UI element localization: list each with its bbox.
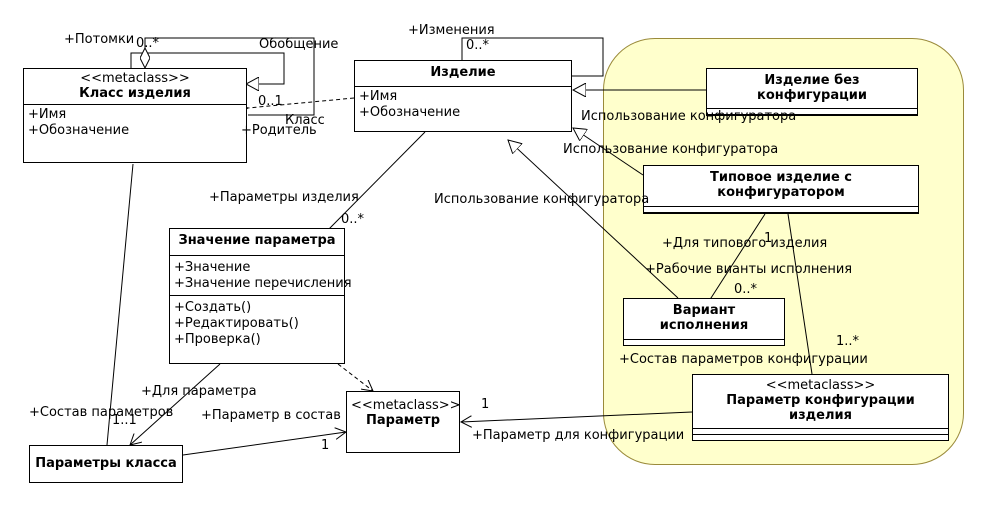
- label-parametry-izdelia: +Параметры изделия: [209, 190, 359, 205]
- param-konfig-name: Параметр конфигурации изделия: [726, 393, 915, 423]
- variant-name: Вариант исполнения: [659, 303, 749, 333]
- label-parametr-v-sostav: +Параметр в состав: [201, 408, 341, 423]
- composition-config-parameters: [787, 213, 812, 374]
- attribute: +Значение перечисления: [174, 276, 352, 291]
- class-izdelia-attributes: +Имя +Обозначение: [24, 104, 246, 141]
- association-parameter-in-composition: [182, 432, 346, 456]
- label-sostav-parametrov: +Состав параметров: [29, 405, 174, 420]
- tipovoe-name: Типовое изделие с конфигуратором: [709, 170, 853, 200]
- variant-header: Вариант исполнения: [624, 299, 784, 339]
- znachenie-attributes: +Значение +Значение перечисления: [170, 255, 352, 295]
- label-parametr-v-sostav-mult: 1: [321, 438, 330, 453]
- param-konfig-box[interactable]: <<metaclass>> Параметр конфигурации изде…: [692, 374, 949, 441]
- label-param-dla-konfig-mult: 1: [481, 397, 490, 412]
- tipovoe-attributes: [644, 206, 918, 212]
- izdelie-name: Изделие: [430, 65, 496, 80]
- znachenie-box[interactable]: Значение параметра +Значение +Значение п…: [169, 228, 352, 364]
- label-param-dla-konfig: +Параметр для конфигурации: [472, 428, 685, 443]
- tipovoe-operations: [644, 212, 918, 218]
- param-klassa-header: Параметры класса: [30, 446, 182, 481]
- label-sostav-parametrov-mult: 1..1: [112, 413, 137, 428]
- operation: +Создать(): [174, 300, 252, 315]
- param-klassa-name: Параметры класса: [35, 456, 177, 471]
- tipovoe-header: Типовое изделие с конфигуратором: [644, 166, 918, 206]
- param-konfig-stereotype: <<metaclass>>: [765, 378, 876, 393]
- attribute: +Значение: [174, 260, 251, 275]
- label-ispolz-1: Использование конфигуратора: [581, 109, 797, 124]
- label-izmenenia: +Изменения: [408, 23, 495, 38]
- generalization-tipovoe: [573, 128, 644, 176]
- znachenie-name: Значение параметра: [178, 233, 336, 248]
- label-izmenenia-mult: 0..*: [466, 38, 490, 53]
- label-sostav-konfig: +Состав параметров конфигурации: [619, 352, 868, 367]
- znachenie-operations: +Создать() +Редактировать() +Проверка(): [170, 295, 344, 351]
- attribute: +Имя: [359, 89, 398, 104]
- bez-konfig-operations: [707, 114, 917, 120]
- operation: +Редактировать(): [174, 316, 299, 331]
- operation: +Проверка(): [174, 332, 261, 347]
- bez-konfig-name: Изделие без конфигурации: [757, 73, 867, 103]
- generalization-self-loop: [130, 52, 285, 84]
- parametr-header: <<metaclass>> Параметр: [347, 392, 461, 434]
- variant-operations: [624, 345, 784, 351]
- label-roditel-mult: 0..1: [258, 94, 283, 109]
- label-potomki-mult: 0..*: [136, 36, 160, 51]
- parametr-box[interactable]: <<metaclass>> Параметр: [346, 391, 461, 453]
- label-dla-tipovogo-mult: 1: [764, 231, 773, 246]
- label-sostav-konfig-mult: 1..*: [836, 334, 860, 349]
- bez-konfig-header: Изделие без конфигурации: [707, 69, 917, 108]
- param-konfig-header: <<metaclass>> Параметр конфигурации изде…: [693, 375, 948, 428]
- variant-attributes: [624, 339, 784, 345]
- label-obobshenie: Обобщение: [259, 37, 339, 52]
- tipovoe-box[interactable]: Типовое изделие с конфигуратором: [643, 165, 919, 214]
- label-potomki: +Потомки: [64, 32, 135, 47]
- class-izdelia-stereotype: <<metaclass>>: [80, 71, 190, 86]
- composition-working-variants: [711, 213, 766, 298]
- izdelie-attributes: +Имя +Обозначение: [355, 86, 571, 123]
- attribute: +Обозначение: [28, 123, 130, 138]
- label-dla-parametra: +Для параметра: [141, 384, 257, 399]
- label-rabochie-mult: 0..*: [734, 282, 758, 297]
- variant-box[interactable]: Вариант исполнения: [623, 298, 785, 346]
- label-rabochie: +Рабочие вианты исполнения: [645, 262, 853, 277]
- dependency-value-parameter: [337, 363, 373, 391]
- parametr-name: Параметр: [365, 413, 440, 428]
- label-roditel: +Родитель: [241, 123, 317, 138]
- znachenie-header: Значение параметра: [170, 229, 344, 255]
- changes-self-loop: [461, 37, 604, 76]
- class-dependency: [248, 97, 355, 108]
- bez-konfig-box[interactable]: Изделие без конфигурации: [706, 68, 918, 116]
- attribute: +Имя: [28, 107, 67, 122]
- composition-parameters-of-item: [328, 131, 426, 230]
- parametr-stereotype: <<metaclass>>: [351, 398, 461, 413]
- association-for-parameter: [130, 363, 221, 445]
- aggregation-self-loop: [145, 37, 315, 116]
- attribute: +Обозначение: [359, 105, 461, 120]
- class-izdelia-name: Класс изделия: [79, 86, 191, 101]
- label-dla-tipovogo: +Для типового изделия: [662, 236, 828, 251]
- generalization-variant: [508, 140, 679, 299]
- param-klassa-box[interactable]: Параметры класса: [29, 445, 183, 483]
- label-ispolz-2: Использование конфигуратора: [563, 142, 779, 157]
- izdelie-box[interactable]: Изделие +Имя +Обозначение: [354, 60, 572, 132]
- label-klass: Класс: [285, 113, 325, 128]
- label-parametry-izdelia-mult: 0..*: [341, 212, 365, 227]
- label-ispolz-3: Использование конфигуратора: [434, 192, 650, 207]
- class-izdelia-header: <<metaclass>> Класс изделия: [24, 69, 246, 104]
- izdelie-header: Изделие: [355, 61, 571, 86]
- association-parameter-for-config: [461, 411, 693, 422]
- composition-class-parameters: [107, 163, 134, 445]
- param-konfig-attributes: [693, 428, 948, 434]
- param-konfig-operations: [693, 434, 948, 440]
- class-izdelia-box[interactable]: <<metaclass>> Класс изделия +Имя +Обозна…: [23, 68, 247, 163]
- bez-konfig-attributes: [707, 108, 917, 114]
